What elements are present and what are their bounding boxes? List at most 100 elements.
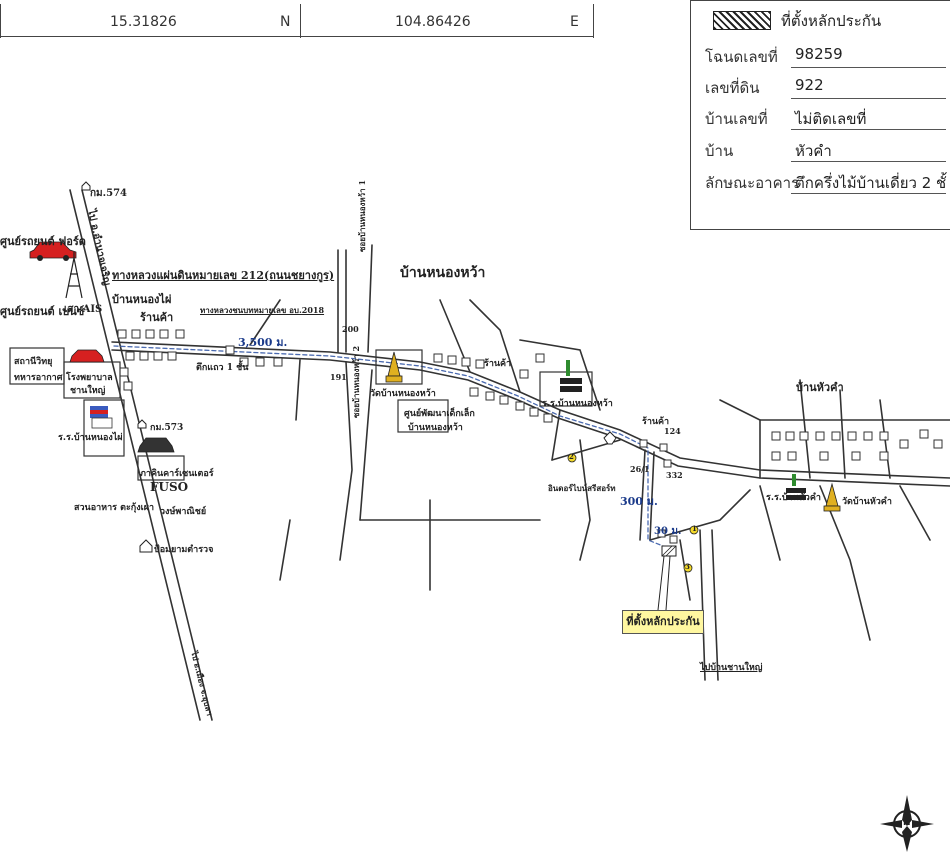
building-type-label: ลักษณะอาคาร <box>705 174 800 192</box>
title-deed-value: 98259 <box>795 45 843 63</box>
km-post-icon <box>137 419 147 429</box>
village-road <box>759 485 781 561</box>
highway-212-label: ทางหลวงแผ่นดินหมายเลข 212(ถนนชยางกูร) <box>112 269 335 282</box>
longitude-direction: E <box>570 14 579 30</box>
school-nong-phai-label: ร.ร.บ้านหนองไผ่ <box>58 433 123 443</box>
building-type-value: ตึกครึ่งไม้บ้านเดี่ยว 2 ชั้ <box>795 174 947 192</box>
land-number-value: 922 <box>795 76 824 94</box>
village-road <box>799 379 811 479</box>
child-center-name-label: บ้านหนองหว้า <box>408 423 463 433</box>
longitude-value: 104.86426 <box>395 14 471 30</box>
village-road <box>469 299 521 393</box>
school-hua-kham-label: ร.ร.บ้านหัวคำ <box>766 493 821 503</box>
car-center-box <box>137 455 185 481</box>
shop-label: ร้านค้า <box>484 359 512 369</box>
distance-300-label: 300 ม. <box>620 495 658 508</box>
divider <box>791 161 946 162</box>
benz-center-label: ศูนย์รถยนต์ เบนซ์ <box>0 305 85 318</box>
child-center-box <box>397 399 449 433</box>
house-26-1-label: 26/1 <box>630 464 650 474</box>
longitude-cell: 104.86426 E <box>300 4 594 38</box>
village-road <box>279 519 291 581</box>
village-road <box>519 339 601 411</box>
village-label: บ้าน <box>705 142 734 160</box>
land-number-label: เลขที่ดิน <box>705 79 760 97</box>
village-road <box>249 299 281 346</box>
radio-station-label: สถานีวิทยุ <box>14 357 53 367</box>
village-road <box>551 409 561 461</box>
village-road <box>649 489 751 541</box>
divider <box>791 98 946 99</box>
indoor-resort-label: อินดอร์ไบน์สรีสอร์ท <box>548 483 616 493</box>
fuso-label: FUSO <box>150 480 189 494</box>
ban-nong-phai-label: บ้านหนองไผ่ <box>112 293 172 306</box>
school-nong-wa-label: ร.ร.บ้านหนองหว้า <box>542 399 613 409</box>
village-value: หัวคำ <box>795 142 832 160</box>
village-road <box>839 389 846 479</box>
marker-icon <box>683 563 693 573</box>
distance-30-label: 30 ม. <box>654 526 682 537</box>
collateral-legend-label: ที่ตั้งหลักประกัน <box>781 12 882 30</box>
access-road-west <box>639 449 646 541</box>
house-332-label: 332 <box>666 470 683 480</box>
divider <box>791 67 946 68</box>
road-to-chanuman <box>699 529 706 681</box>
wat-nong-wa-box <box>375 349 423 385</box>
marker-number: 3 <box>685 562 690 571</box>
house-124-label: 124 <box>664 426 681 436</box>
divider <box>791 129 946 130</box>
car-icon <box>29 241 77 261</box>
village-road <box>359 369 373 521</box>
village-road <box>899 485 931 541</box>
collateral-pointer <box>657 555 671 611</box>
collateral-parcel <box>661 545 677 557</box>
village-road <box>367 244 373 353</box>
police-box-icon <box>139 539 153 553</box>
ban-hua-kham-label: บ้านหัวคำ <box>796 381 844 394</box>
compass-n-label: N <box>903 818 911 828</box>
soi-nong-wa-2-label: ซอยบ้านหนองหว้า 2 <box>351 345 361 418</box>
weather-station-label: ทหารอากาศ <box>14 373 63 383</box>
coord-bar-underline <box>0 36 594 37</box>
latitude-value: 15.31826 <box>110 14 177 30</box>
road-to-chanuman-edge <box>711 529 719 681</box>
house-200-label: 200 <box>342 324 359 334</box>
hospital-label: โรงพยาบาล <box>66 373 113 383</box>
marker-icon <box>567 453 577 463</box>
marker-number: 2 <box>569 452 574 461</box>
highway-212-east-edge <box>81 189 213 721</box>
wat-hua-kham-label: วัดบ้านหัวคำ <box>842 497 892 507</box>
ban-nong-wa-label: บ้านหนองหว้า <box>400 265 486 281</box>
distance-3500-label: 3,500 ม. <box>238 336 288 349</box>
village-road <box>295 359 301 421</box>
school-nong-phai-box <box>83 399 125 457</box>
latitude-cell: 15.31826 N <box>0 4 301 38</box>
school-flag-icon <box>786 474 806 500</box>
property-info-panel: ที่ตั้งหลักประกัน โฉนดเลขที่ 98259 เลขที… <box>690 0 950 230</box>
km573-label: กม.573 <box>150 423 184 433</box>
ford-center-label: ศูนย์รถยนต์ ฟอร์ด <box>0 235 86 248</box>
marker-number: 1 <box>692 524 697 533</box>
telecom-tower-icon <box>65 252 83 299</box>
ais-tower-label: เสา AIS <box>64 304 103 315</box>
collateral-parcel-hatch <box>661 545 677 557</box>
water-tower-icon <box>603 431 617 445</box>
car-center-label: ภาคินคาร์เซนเตอร์ <box>140 469 214 479</box>
km574-label: กม.574 <box>90 188 128 199</box>
wongpanit-label: วงษ์พาณิชย์ <box>160 507 207 517</box>
shophouse-label: ตึกแถว 1 ชั้น <box>196 363 249 373</box>
shop-label: ร้านค้า <box>642 417 670 427</box>
divider <box>791 193 946 194</box>
village-road <box>579 439 591 561</box>
coord-left-border <box>0 4 1 38</box>
school-flag-icon <box>560 360 582 392</box>
north-arrow-icon <box>880 795 934 852</box>
temple-icon <box>823 482 841 512</box>
school-flag-icon <box>90 406 113 429</box>
coordinate-bar: 15.31826 N 104.86426 E <box>0 0 594 40</box>
to-chanuman-label: ไปบ้านชานใหญ่ <box>700 663 763 673</box>
marker-icon <box>689 525 699 535</box>
house-number-label: บ้านเลขที่ <box>705 110 768 128</box>
wat-nong-wa-label: วัดบ้านหนองหว้า <box>370 389 436 399</box>
